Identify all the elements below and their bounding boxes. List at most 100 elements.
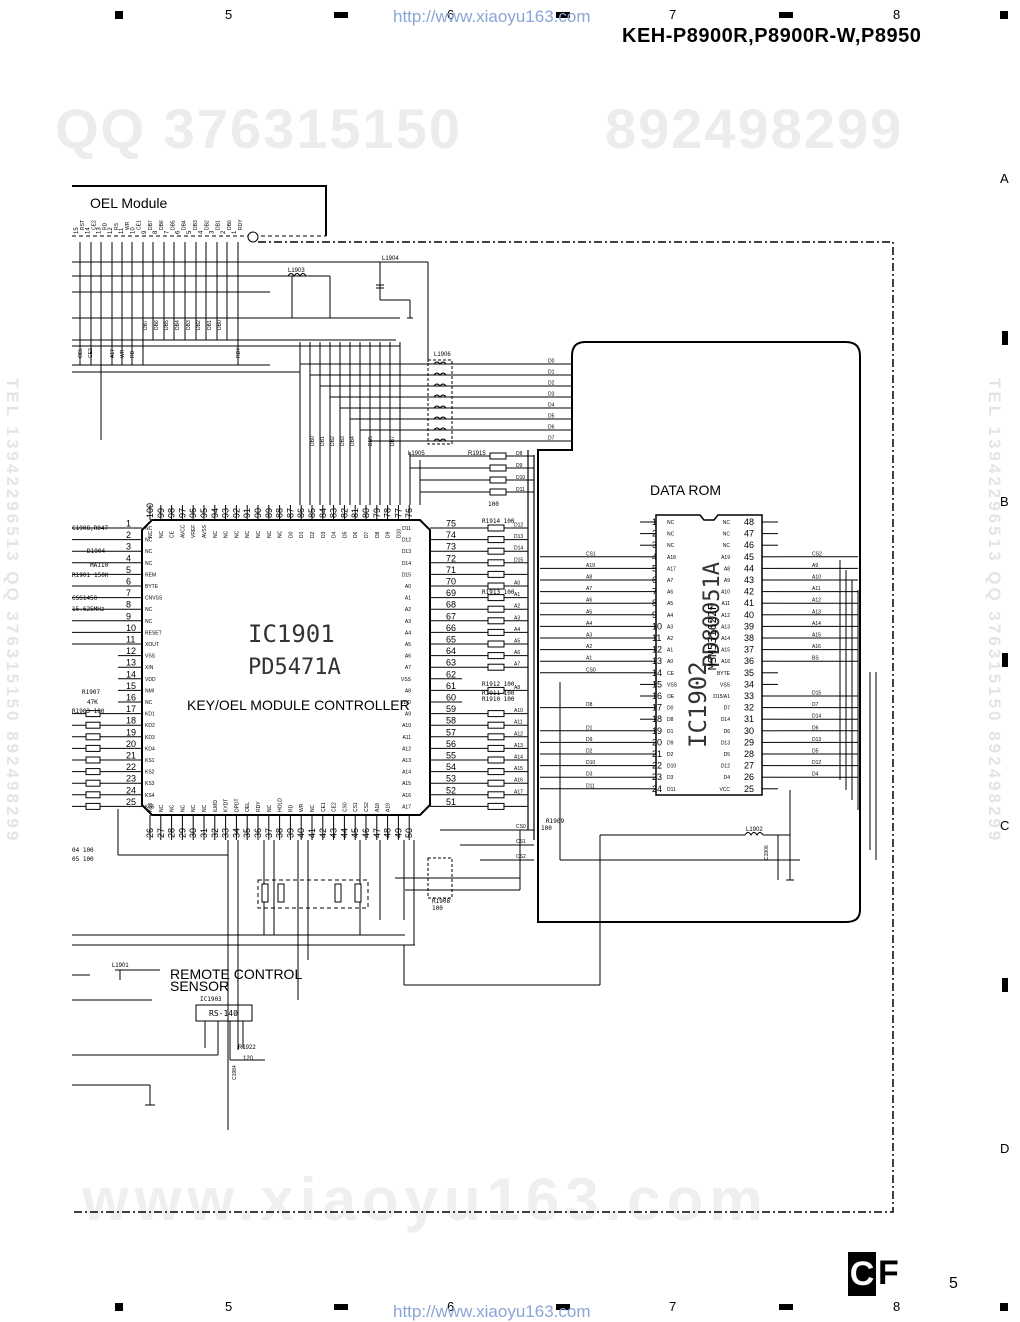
rnet-resistor: [487, 721, 505, 729]
ic1902-net-label: CS2: [812, 551, 822, 557]
ic1901-pin-number: 18: [126, 716, 136, 726]
rnet-resistor: [487, 744, 505, 752]
ic1901-pin-signal: NC: [310, 804, 316, 812]
footer-url: http://www.xiaoyu163.com: [393, 1302, 591, 1321]
data-bus-label: D10: [516, 475, 525, 481]
ic1901-pin-number: 85: [307, 508, 317, 518]
ic1901-pin-signal: CS0: [342, 802, 348, 812]
ic1901-pin-signal: CE2: [332, 802, 338, 812]
ic1901-pin-signal: NC: [145, 561, 153, 567]
oel-module-border: [72, 185, 327, 236]
ic1902-pin-number: 43: [744, 575, 754, 585]
ic1901-pin-number: 97: [177, 508, 187, 518]
ruler-marker: [779, 12, 793, 18]
rnet-label: A5: [514, 639, 520, 645]
remote-sensor-label: REMOTE CONTROL SENSOR: [170, 967, 302, 993]
side-marker: [1002, 653, 1008, 667]
key-resistor: [85, 779, 101, 787]
ruler-number: 8: [893, 7, 901, 22]
ic1901-pin-signal: NMI: [145, 688, 154, 694]
ic1902-pin-signal: BYTE: [717, 671, 731, 677]
ic1901-pin-number: 4: [126, 553, 131, 563]
ruler-number: 5: [225, 7, 233, 22]
ic1901-pin-signal: NC: [202, 804, 208, 812]
xtal-label: CSS1450: [72, 595, 98, 602]
ic1901-pin-signal: D0: [288, 531, 294, 538]
ic1902-pin-signal: A5: [667, 601, 673, 607]
key-resistor: [85, 710, 101, 718]
ic1901-pin-signal: NC: [145, 619, 153, 625]
ic1902-net-label: D6: [812, 725, 819, 731]
ic1901-pin-number: 91: [242, 508, 252, 518]
ic1901-pin-signal: A8: [405, 688, 411, 694]
ic1901-pin-number: 70: [446, 577, 456, 587]
ic1902-pin-number: 1: [652, 517, 657, 527]
data-bus-label: D4: [548, 403, 555, 409]
ic1901-pin-number: 99: [156, 508, 166, 518]
d1904-value: MA110: [90, 562, 109, 569]
ic1902-pin-number: 31: [744, 714, 754, 724]
ic1901-pin-number: 11: [126, 635, 135, 645]
svg-text:DB3: DB3: [186, 320, 192, 330]
ic1902-pin-signal: D5: [724, 752, 731, 758]
ic1902-pin-number: 5: [652, 563, 657, 573]
rnet-label: A0: [514, 581, 520, 587]
ic1901-pin-number: 31: [199, 828, 209, 838]
ic1901-pin-signal: KD3: [145, 735, 155, 741]
ic1901-pin-number: 52: [446, 785, 456, 795]
r1915-label: R1915: [468, 451, 486, 457]
ic1902-pin-number: 20: [652, 737, 662, 747]
ic1901-pin-number: 36: [253, 828, 263, 838]
key-resistor: [85, 768, 101, 776]
ic1901-pin-number: 80: [361, 508, 371, 518]
ic1901-pin-number: 46: [361, 828, 371, 838]
ic1901-pin-number: 21: [126, 751, 136, 761]
data-bus-label: D0: [548, 359, 555, 365]
oel-pin-signal: RD: [103, 222, 109, 230]
oel-pin-signal: DB6: [159, 220, 165, 230]
ic1901-pin-number: 58: [446, 716, 456, 726]
ic1901-pin-signal: XIN: [145, 665, 154, 671]
svg-text:DB5: DB5: [164, 320, 170, 330]
ic1902-pin-signal: D1: [667, 729, 674, 735]
ic1901-pin-number: 66: [446, 623, 456, 633]
ferrite-bead: [433, 361, 447, 365]
r1904-label: 04 100: [72, 847, 94, 854]
oel-pin-number: 11: [119, 227, 125, 234]
l1905-label: L1905: [408, 451, 425, 457]
ic1902-pin-signal: A12: [721, 613, 730, 619]
oel-pin-number: 14: [85, 227, 91, 234]
ic1901-pin-number: 37: [264, 828, 274, 838]
ic1902-pin-number: 45: [744, 552, 754, 562]
rnet-resistor: [487, 756, 505, 764]
ic1901-pin-number: 60: [446, 693, 456, 703]
rnet-resistor: [487, 570, 505, 578]
svg-text:A17: A17: [110, 349, 116, 358]
r1907-label: R1907: [82, 689, 101, 696]
ic1901-pin-signal: CS1: [353, 802, 359, 812]
oel-pin-signal: CE1: [137, 220, 143, 230]
ic1902-pin-signal: A1: [667, 648, 673, 654]
ic1902-pin-signal: VSS: [720, 682, 731, 688]
ic1901-pin-signal: KS4: [145, 793, 155, 799]
ic1902-pin-signal: D13: [721, 740, 730, 746]
l1904-label: L1904: [382, 256, 399, 262]
ic1902-net-label: BS: [812, 656, 819, 662]
ic1901-pin-signal: BYTE: [145, 584, 159, 590]
svg-text:OEL: OEL: [78, 348, 84, 358]
ic1901-pin-signal: OEL: [245, 802, 251, 812]
ic1902-pin-signal: NC: [723, 520, 731, 526]
ic1902-pin-signal: D8: [667, 717, 674, 723]
svg-text:DB2: DB2: [196, 320, 202, 330]
r1914-label: R1914 100: [482, 518, 515, 525]
ic1901-pin-number: 10: [126, 623, 136, 633]
oel-pin-signal: DB2: [204, 220, 210, 230]
ic1902-net-label: A1: [586, 656, 592, 662]
oel-pin-number: 3: [210, 230, 216, 234]
ferrite-bead: [433, 383, 447, 387]
data-bus-label: D11: [516, 487, 525, 493]
oel-pin-number: 6: [176, 230, 182, 234]
ic1901-pin-signal: AVCC: [180, 524, 186, 538]
oel-signal-small: DB7 DB6 DB5 DB4 DB3 DB2 DB1 DB0 OEL CE2 …: [78, 320, 242, 358]
